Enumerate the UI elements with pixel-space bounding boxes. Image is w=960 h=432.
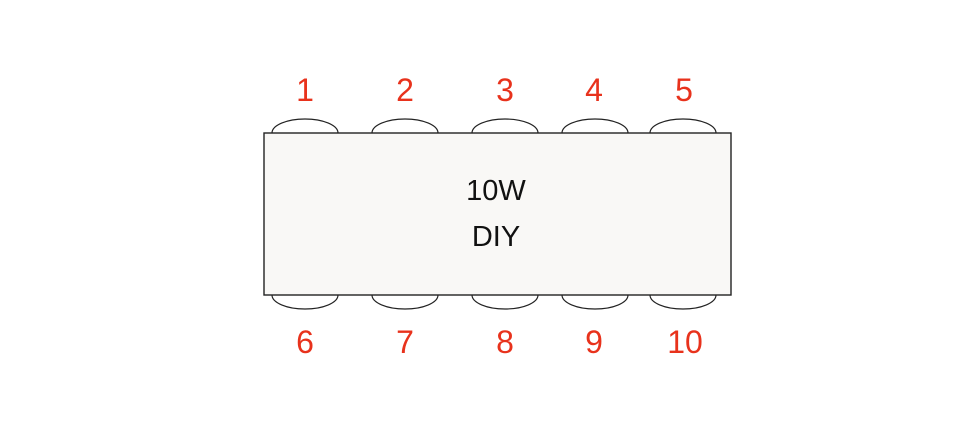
pin-lead-8 — [471, 294, 539, 310]
pin-label-2: 2 — [396, 72, 414, 108]
pin-lead-6 — [271, 294, 339, 310]
pin-label-3: 3 — [496, 72, 514, 108]
pin-lead-7 — [371, 294, 439, 310]
pin-lead-3 — [471, 118, 539, 134]
pin-lead-10 — [649, 294, 717, 310]
pin-lead-4 — [561, 118, 629, 134]
bottom-pin-leads — [271, 294, 717, 310]
pin-label-4: 4 — [585, 72, 603, 108]
pin-label-5: 5 — [675, 72, 693, 108]
pin-label-7: 7 — [396, 324, 414, 360]
pin-label-1: 1 — [296, 72, 314, 108]
pin-label-9: 9 — [585, 324, 603, 360]
top-pin-labels: 1 2 3 4 5 — [296, 72, 693, 108]
bottom-pin-labels: 6 7 8 9 10 — [296, 324, 703, 360]
pin-lead-9 — [561, 294, 629, 310]
component-label-power: 10W — [466, 175, 526, 207]
pin-lead-1 — [271, 118, 339, 134]
pin-label-6: 6 — [296, 324, 314, 360]
pin-label-8: 8 — [496, 324, 514, 360]
pin-lead-5 — [649, 118, 717, 134]
component-label-type: DIY — [472, 221, 520, 253]
component-body — [263, 132, 732, 296]
top-pin-leads — [271, 118, 717, 134]
pin-label-10: 10 — [667, 324, 703, 360]
pin-lead-2 — [371, 118, 439, 134]
